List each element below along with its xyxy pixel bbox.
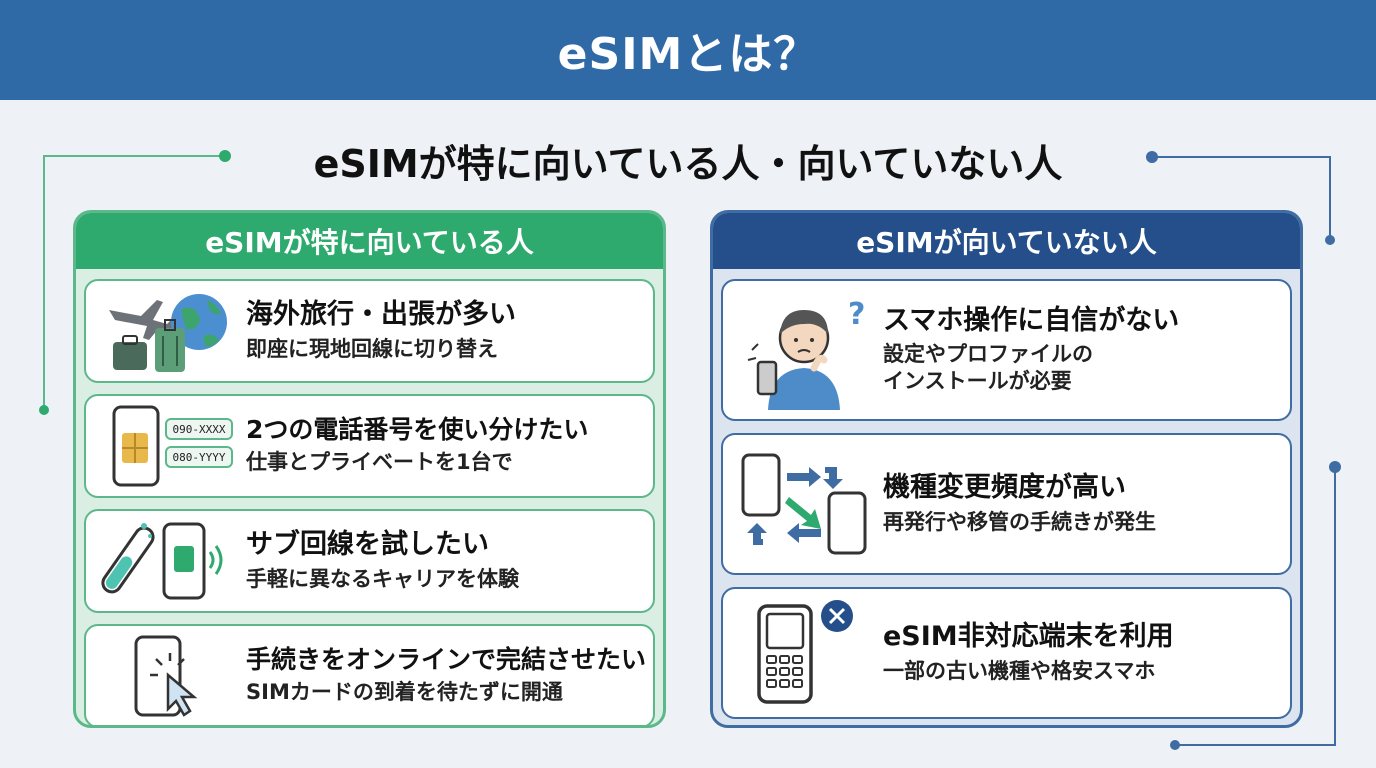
suited-card-sub-line: サブ回線を試したい 手軽に異なるキャリアを体験	[84, 509, 655, 613]
card-desc: 設定やプロファイルの インストールが必要	[883, 341, 1280, 396]
card-desc-line-1: 設定やプロファイルの	[883, 341, 1093, 366]
phone-swap-icon	[723, 435, 883, 573]
unsuited-card-unsupported-device: eSIM非対応端末を利用 一部の古い機種や格安スマホ	[721, 587, 1292, 719]
suited-card-travel: 海外旅行・出張が多い 即座に現地回線に切り替え	[84, 279, 655, 383]
suited-card-online: 手続きをオンラインで完結させたい SIMカードの到着を待たずに開通	[84, 624, 655, 725]
card-desc: 手軽に異なるキャリアを体験	[246, 566, 519, 591]
travel-icon	[86, 281, 246, 381]
phone-click-icon	[86, 626, 246, 725]
unsuited-panel: eSIMが向いていない人 ? スマホ操作に自信がない 設定やプロファイルの イン	[710, 210, 1303, 728]
unsuited-panel-heading: eSIMが向いていない人	[713, 213, 1300, 269]
suited-card-dual-number: 090-XXXX 080-YYYY 2つの電話番号を使い分けたい 仕事とプライベ…	[84, 394, 655, 498]
phone-number-tag-1: 090-XXXX	[173, 423, 226, 436]
phone-number-tag-2: 080-YYYY	[173, 451, 226, 464]
confused-person-icon: ?	[723, 281, 883, 419]
card-title: 2つの電話番号を使い分けたい	[246, 415, 589, 445]
card-title: eSIM非対応端末を利用	[883, 621, 1174, 653]
top-banner: eSIMとは？	[0, 0, 1376, 100]
feature-phone-icon	[723, 589, 883, 717]
suited-panel-heading: eSIMが特に向いている人	[76, 213, 663, 269]
section-subtitle: eSIMが特に向いている人・向いていない人	[313, 141, 1063, 186]
card-desc: 即座に現地回線に切り替え	[246, 336, 498, 361]
card-title: 海外旅行・出張が多い	[246, 299, 516, 331]
card-desc-line-2: インストールが必要	[883, 369, 1072, 394]
page-title: eSIMとは？	[557, 29, 819, 80]
unsuited-card-not-confident: ? スマホ操作に自信がない 設定やプロファイルの インストールが必要	[721, 279, 1292, 421]
card-title: 手続きをオンラインで完結させたい	[246, 645, 647, 675]
unsuited-card-frequent-change: 機種変更頻度が高い 再発行や移管の手続きが発生	[721, 433, 1292, 575]
suited-panel: eSIMが特に向いている人 海外旅行・出張が多い 即座に現地回線に切り替え	[73, 210, 666, 728]
card-desc: 仕事とプライベートを1台で	[246, 450, 513, 475]
svg-text:?: ?	[848, 297, 865, 332]
card-title: スマホ操作に自信がない	[883, 304, 1180, 336]
card-desc: SIMカードの到着を待たずに開通	[246, 680, 563, 705]
card-desc: 一部の古い機種や格安スマホ	[883, 658, 1156, 683]
card-desc: 再発行や移管の手続きが発生	[883, 509, 1156, 534]
test-tube-phone-icon	[86, 511, 246, 611]
dual-sim-phone-icon: 090-XXXX 080-YYYY	[86, 396, 246, 496]
card-title: サブ回線を試したい	[246, 529, 489, 561]
card-title: 機種変更頻度が高い	[883, 472, 1126, 504]
